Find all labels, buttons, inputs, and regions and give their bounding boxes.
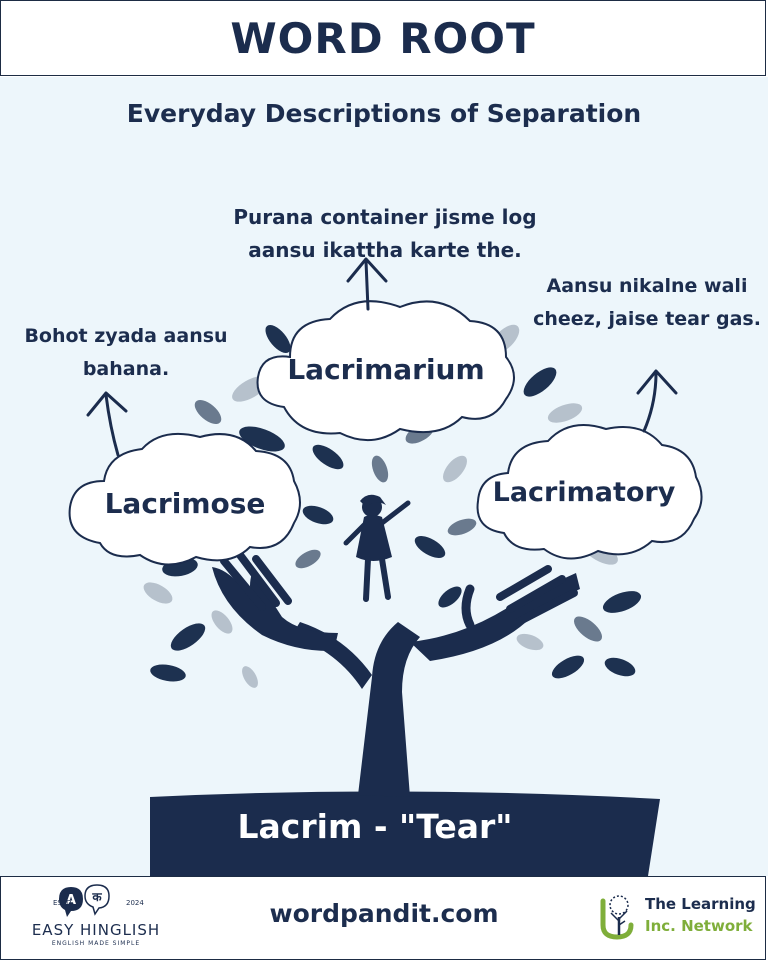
subtitle: Everyday Descriptions of Separation xyxy=(126,99,642,128)
description-top: Purana container jisme log aansu ikattha… xyxy=(233,205,537,262)
logo-letter-a: A xyxy=(66,893,76,908)
tree-illustration xyxy=(68,257,703,876)
left-hand-icon xyxy=(212,551,338,652)
tree-trunk xyxy=(358,622,420,797)
footer: A क ESTD 2024 EASY HINGLISH ENGLISH MADE… xyxy=(0,876,766,960)
arrow-up-icon xyxy=(86,391,128,457)
child-silhouette xyxy=(343,494,411,602)
brand-line1: The Learning xyxy=(645,895,756,913)
page-title: WORD ROOT xyxy=(230,13,536,63)
header-banner: WORD ROOT xyxy=(0,0,766,76)
brand-year: 2024 xyxy=(126,899,144,907)
description-left: Bohot zyada aansu bahana. xyxy=(24,325,228,380)
main-panel: Everyday Descriptions of Separation Pura… xyxy=(0,77,768,876)
word-lacrimarium: Lacrimarium xyxy=(287,353,485,386)
learning-inc-logo: The Learning Inc. Network xyxy=(597,891,763,947)
website-link[interactable]: wordpandit.com xyxy=(269,899,499,928)
root-base xyxy=(150,791,660,876)
description-right: Aansu nikalne wali cheez, jaise tear gas… xyxy=(533,275,761,330)
arrow-up-icon xyxy=(346,257,388,311)
tree-logo xyxy=(600,895,634,940)
speech-bubble-logo: A क xyxy=(59,884,110,917)
brand-estd: ESTD xyxy=(53,899,72,907)
word-lacrimatory: Lacrimatory xyxy=(492,477,676,508)
easy-hinglish-logo: A क ESTD 2024 EASY HINGLISH ENGLISH MADE… xyxy=(21,883,171,953)
root-label: Lacrim - "Tear" xyxy=(237,807,513,846)
word-lacrimose: Lacrimose xyxy=(104,487,266,520)
brand-line2: Inc. Network xyxy=(645,917,753,935)
cloud-top xyxy=(256,300,515,442)
arrow-up-icon xyxy=(636,369,678,433)
cloud-left xyxy=(68,432,301,566)
logo-letter-ka: क xyxy=(91,890,102,904)
brand-tagline: ENGLISH MADE SIMPLE xyxy=(51,940,141,947)
cloud-right xyxy=(476,424,703,560)
right-hand-icon xyxy=(410,565,580,661)
brand-name: EASY HINGLISH xyxy=(31,921,161,939)
